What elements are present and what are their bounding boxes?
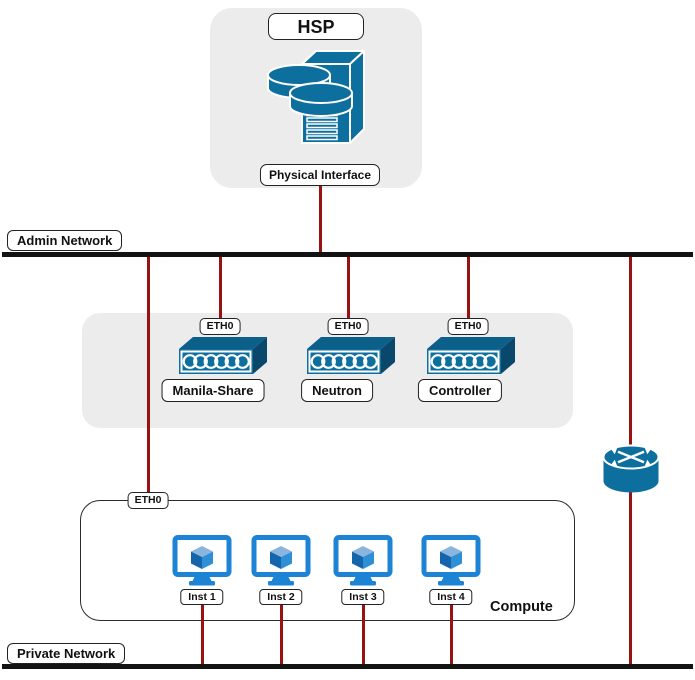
manila-share-eth0-label: ETH0 [199,318,241,335]
link-admin-manila [219,257,222,319]
storage-server-icon [267,50,365,144]
vm-monitor-icon [333,535,393,586]
hsp-title: HSP [268,13,364,40]
private-network-label: Private Network [7,643,126,664]
link-admin-compute [147,257,150,493]
controller-eth0-label: ETH0 [447,318,489,335]
inst-2-label: Inst 2 [259,589,303,605]
vm-monitor-icon [251,535,311,586]
physical-interface-label: Physical Interface [259,164,381,186]
controller-label: Controller [417,379,503,402]
switch-icon [427,337,515,374]
link-inst2-private [280,605,283,666]
inst-3-label: Inst 3 [341,589,385,605]
compute-eth0-label: ETH0 [127,492,169,509]
neutron-eth0-label: ETH0 [327,318,369,335]
inst-4-label: Inst 4 [429,589,473,605]
manila-share-label: Manila-Share [161,379,265,402]
neutron-label: Neutron [301,379,373,402]
link-inst4-private [450,605,453,666]
link-admin-controller [467,257,470,319]
link-inst3-private [362,605,365,666]
link-inst1-private [201,605,204,666]
switch-icon [179,337,267,374]
admin-network-label: Admin Network [7,230,123,251]
link-hsp-admin [319,184,322,253]
compute-panel [80,500,575,621]
vm-monitor-icon [421,535,481,586]
switch-icon [307,337,395,374]
router-icon [602,444,660,493]
private-network-line [2,664,693,669]
admin-network-line [2,252,693,257]
link-admin-neutron [347,257,350,319]
inst-1-label: Inst 1 [180,589,224,605]
compute-caption: Compute [490,599,553,615]
vm-monitor-icon [172,535,232,586]
